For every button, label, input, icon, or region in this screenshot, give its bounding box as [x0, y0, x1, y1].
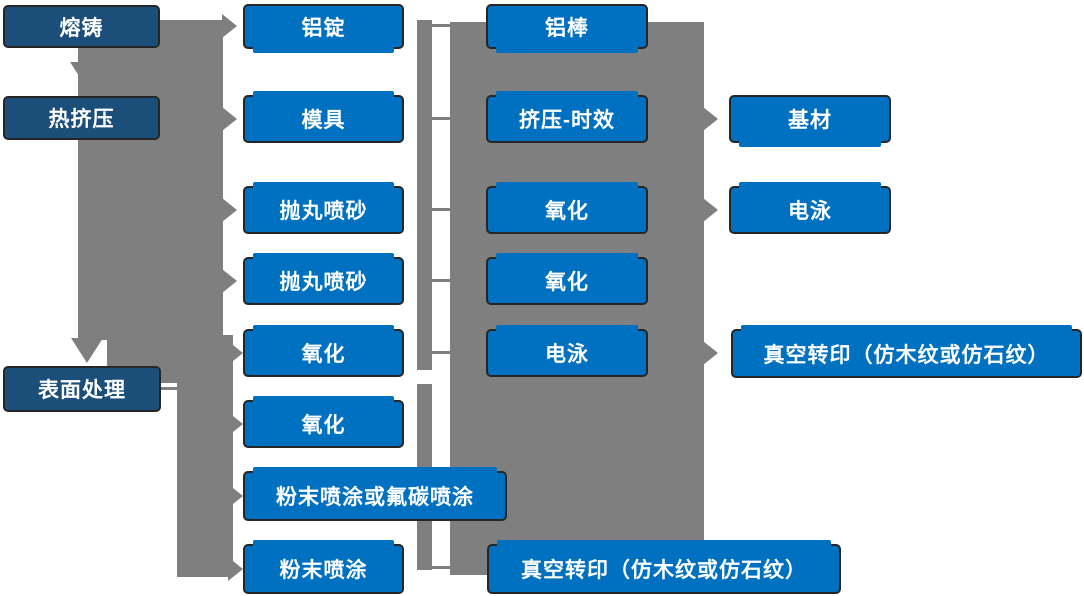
- node-label: 基材: [788, 109, 832, 132]
- arrow-row4-icon: [222, 269, 237, 293]
- node-label: 铝锭: [301, 16, 346, 40]
- node-surface-treatment: 表面处理: [3, 366, 161, 412]
- node-aluminum-ingot: 铝锭: [243, 4, 404, 53]
- arrow-row8-icon: [228, 557, 243, 581]
- arrow-row2-icon: [222, 107, 237, 131]
- connector-mid-tick-row3: [432, 208, 450, 211]
- node-label: 表面处理: [38, 379, 126, 402]
- node-vacuum-transfer-right: 真空转印（仿木纹或仿石纹）: [731, 325, 1082, 378]
- arrow-row6-icon: [228, 412, 243, 436]
- node-base-material: 基材: [729, 95, 891, 147]
- arrow-row3-icon: [222, 198, 237, 222]
- node-label: 热挤压: [48, 108, 115, 131]
- node-label: 挤压-时效: [519, 109, 615, 132]
- node-label: 熔铸: [59, 16, 104, 40]
- node-powder-or-fluorocarbon-spray: 粉末喷涂或氟碳喷涂: [243, 467, 507, 521]
- node-label: 抛丸喷砂: [279, 200, 368, 223]
- arrow-row1-icon: [222, 14, 237, 38]
- connector-mid-tick-row4: [432, 279, 450, 282]
- node-oxidation-c2-1: 氧化: [243, 325, 404, 377]
- node-mold: 模具: [243, 91, 404, 143]
- node-shot-blasting-1: 抛丸喷砂: [243, 182, 404, 234]
- node-label: 氧化: [545, 271, 589, 294]
- connector-mid-tick-row5: [432, 351, 450, 354]
- node-electrophoresis-c3: 电泳: [486, 325, 648, 377]
- node-label: 粉末喷涂或氟碳喷涂: [276, 486, 474, 509]
- arrow-to-electrophoresis-icon: [703, 198, 718, 222]
- arrow-to-vacuum-transfer-icon: [703, 341, 718, 365]
- connector-mid-tick-row8: [432, 566, 450, 569]
- node-electrophoresis-c4: 电泳: [729, 182, 891, 234]
- arrow-to-surface-treatment-icon: [71, 338, 103, 363]
- arrow-row7-icon: [228, 484, 243, 508]
- node-shot-blasting-2: 抛丸喷砂: [243, 253, 404, 305]
- node-label: 真空转印（仿木纹或仿石纹）: [521, 559, 807, 582]
- connector-mid-band-upper: [417, 20, 432, 370]
- connector-left-band: [78, 20, 223, 340]
- connector-mid-tick-row1: [432, 24, 450, 27]
- node-powder-spray: 粉末喷涂: [243, 540, 404, 594]
- node-label: 真空转印（仿木纹或仿石纹）: [763, 343, 1050, 367]
- node-oxidation-c2-2: 氧化: [243, 396, 404, 448]
- connector-mid-tick-row2: [432, 117, 450, 120]
- arrow-to-base-material-icon: [703, 107, 718, 131]
- node-vacuum-transfer-bottom: 真空转印（仿木纹或仿石纹）: [487, 540, 841, 594]
- node-oxidation-c3-2: 氧化: [486, 253, 648, 305]
- arrow-melt-to-extrusion-icon: [70, 62, 102, 87]
- arrow-row5-icon: [228, 341, 243, 365]
- node-label: 氧化: [301, 414, 346, 437]
- node-label: 模具: [301, 109, 346, 132]
- node-oxidation-c3-1: 氧化: [486, 182, 648, 234]
- node-label: 氧化: [301, 343, 346, 366]
- connector-surface-tick: [160, 387, 178, 390]
- node-extrusion-aging: 挤压-时效: [486, 91, 648, 143]
- node-label: 粉末喷涂: [279, 559, 368, 582]
- node-label: 抛丸喷砂: [279, 271, 368, 294]
- node-label: 铝棒: [545, 16, 589, 40]
- node-hot-extrusion: 热挤压: [3, 96, 160, 140]
- node-label: 电泳: [788, 200, 832, 223]
- node-label: 电泳: [545, 343, 589, 366]
- node-aluminum-rod: 铝棒: [486, 4, 648, 53]
- node-melt-cast: 熔铸: [3, 5, 160, 48]
- connector-surface-band: [177, 340, 233, 577]
- node-label: 氧化: [545, 200, 589, 223]
